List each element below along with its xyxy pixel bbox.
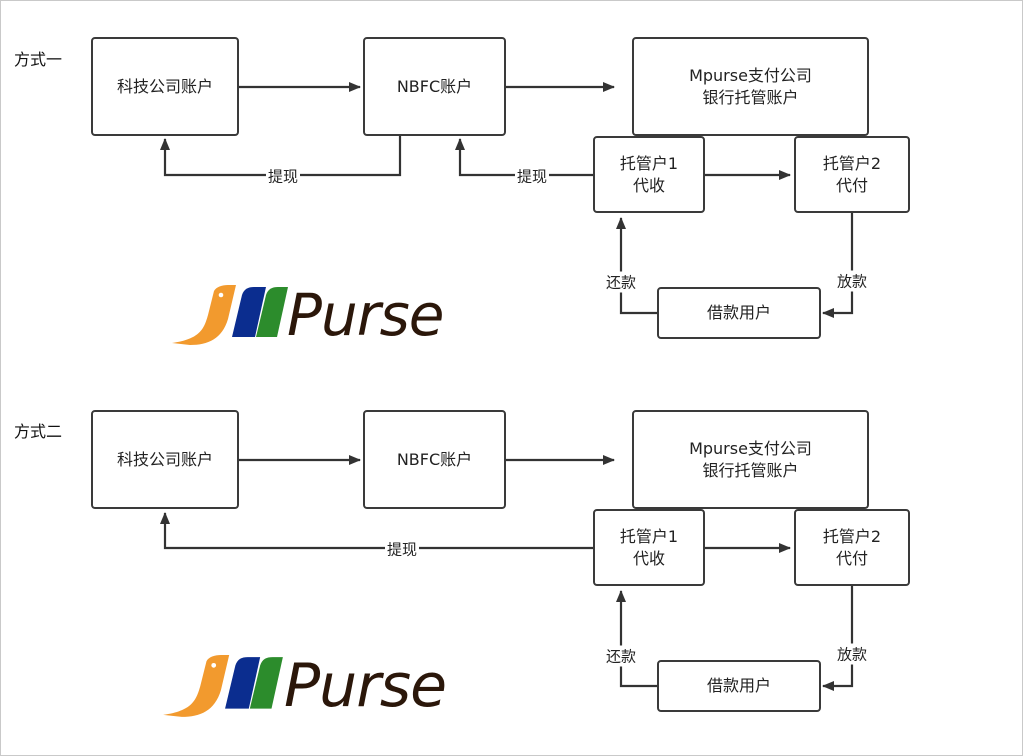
edge-withdraw-custody1-to-tech-2 — [160, 512, 593, 550]
edge-label-withdraw-1a: 提现 — [265, 165, 301, 187]
node-mpurse-bank-1: Mpurse支付公司 银行托管账户 — [632, 37, 869, 136]
edge-label-withdraw-1b: 提现 — [514, 165, 550, 187]
node-nbfc-account-2: NBFC账户 — [363, 410, 506, 509]
node-nbfc-account-1: NBFC账户 — [363, 37, 506, 136]
mpurse-logo-mark-1 — [172, 285, 288, 345]
mpurse-logo-mark-2 — [163, 655, 283, 717]
node-tech-account-2: 科技公司账户 — [91, 410, 239, 509]
edge-label-lend-1: 放款 — [834, 270, 870, 292]
section-1-label: 方式一 — [14, 50, 63, 69]
edge-repay-borrower-to-custody1-2 — [616, 590, 657, 688]
edge-lend-custody2-to-borrower-2 — [822, 586, 854, 691]
mpurse-logo-text-1: Purse — [287, 281, 444, 349]
node-custody2-2: 托管户2 代付 — [794, 509, 910, 586]
edge-label-withdraw-2: 提现 — [384, 538, 420, 560]
node-custody1-2: 托管户1 代收 — [593, 509, 705, 586]
edge-lend-custody2-to-borrower-1 — [822, 213, 854, 318]
edge-label-repay-2: 还款 — [603, 645, 639, 667]
node-tech-account-1: 科技公司账户 — [91, 37, 239, 136]
node-custody1-1: 托管户1 代收 — [593, 136, 705, 213]
mpurse-logo-text-2: Purse — [284, 651, 447, 721]
node-borrower-2: 借款用户 — [657, 660, 821, 712]
edge-label-repay-1: 还款 — [603, 271, 639, 293]
section-2-label: 方式二 — [14, 422, 63, 441]
edge-repay-borrower-to-custody1-1 — [616, 217, 657, 315]
edge-label-lend-2: 放款 — [834, 643, 870, 665]
node-mpurse-bank-2: Mpurse支付公司 银行托管账户 — [632, 410, 869, 509]
node-custody2-1: 托管户2 代付 — [794, 136, 910, 213]
node-borrower-1: 借款用户 — [657, 287, 821, 339]
